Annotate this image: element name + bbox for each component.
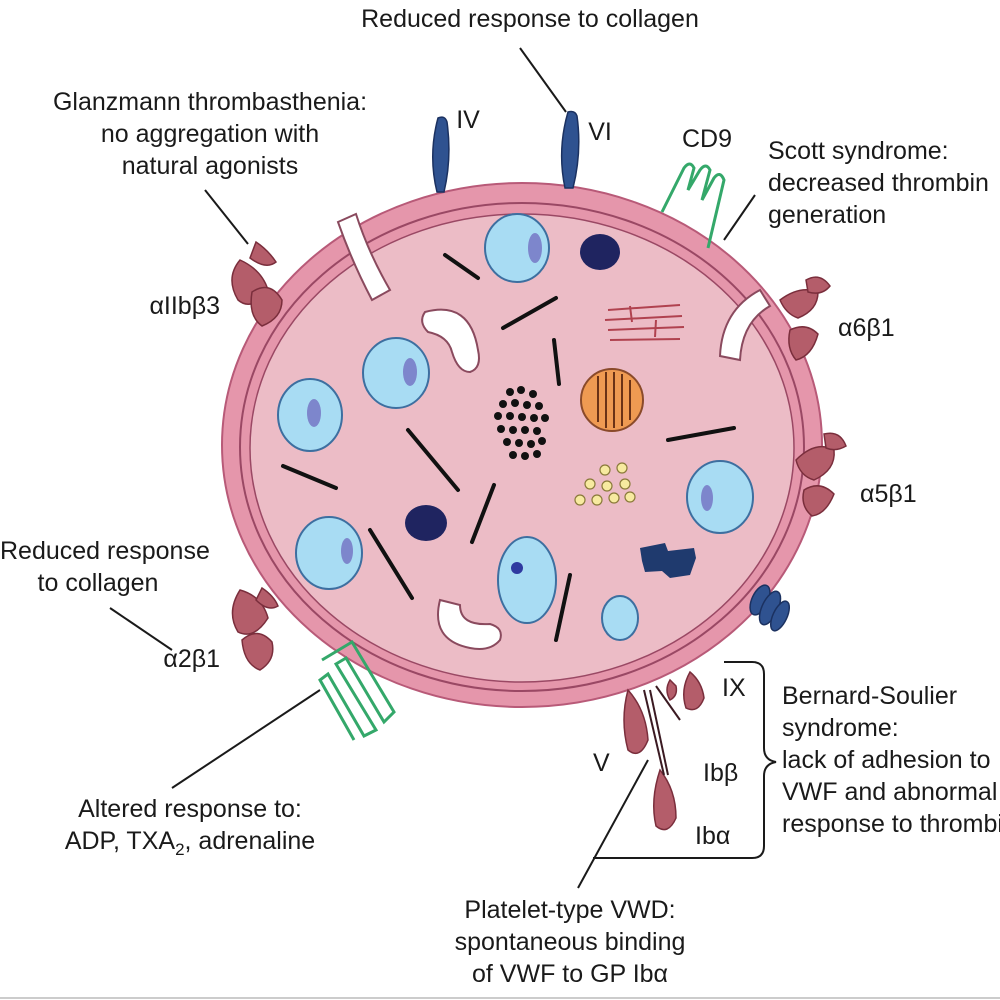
label-gp-ib-alpha: Ibα [695,822,731,850]
canal-right [718,288,772,362]
label-platelet-type-vwd: Platelet-type VWD: spontaneous binding o… [454,896,686,988]
label-integrin-a2b1: α2β1 [163,645,220,673]
dark-blue-irregular-body [640,543,696,578]
leader-altered-response [171,689,321,789]
leader-a2b1 [109,607,173,651]
label-integrin-aiib3: αIIbβ3 [149,292,220,320]
integrin-a5b1-icon [795,432,847,517]
yellow-granule-cluster [574,462,636,506]
alpha-granules [277,213,754,641]
canal-top-left [336,212,392,302]
label-reduced-response-collagen-top: Reduced response to collagen [361,5,699,33]
label-bernard-soulier: Bernard-Soulier syndrome: lack of adhesi… [782,682,1000,838]
label-gp-v: V [593,749,610,777]
gp-vi-icon [560,110,580,189]
leader-glanzmann [204,189,249,245]
dense-dot-cluster [494,386,549,460]
label-cd9: CD9 [681,125,732,153]
cd9-tetraspanin-icon [660,162,726,249]
label-integrin-a5b1: α5β1 [860,480,917,508]
label-glanzmann: Glanzmann thrombasthenia: no aggregation… [52,88,368,180]
canalicular-system [336,212,772,650]
integrin-aiib3-icon [231,240,283,327]
label-gp-ib-beta: Ibβ [703,759,739,787]
label-integrin-a6b1: α6β1 [838,314,895,342]
microfilament-bundle [604,304,685,341]
glycoproteins-iv-vi [432,110,580,193]
gp-iv-icon [432,116,450,193]
gp-ib-stalks [643,685,681,776]
canal-left-mid [421,308,480,374]
leader-scott [723,194,756,241]
integrin-receptors [231,240,847,831]
membrane-line [239,202,805,692]
label-gp-ix: IX [722,674,746,702]
glycoprotein-blue-right-icon [749,584,791,632]
leader-lines [109,47,777,889]
label-altered-response: Altered response to: ADP, TXA2, adrenali… [64,795,316,859]
integrin-a2b1-icon [231,586,279,671]
dark-granules [405,234,620,541]
gpcr-receptor-icon [318,639,396,741]
leader-collagen-vi [519,47,567,113]
microtubules [281,253,736,642]
canal-bottom [437,598,502,650]
leader-platelet-vwd [577,759,649,889]
mitochondrion [580,368,644,432]
integrin-a6b1-icon [779,276,831,361]
label-scott-syndrome: Scott syndrome: decreased thrombin gener… [768,137,989,229]
label-gp-iv: IV [456,106,480,134]
bracket-bernard-soulier [593,661,777,859]
label-gp-vi: VI [588,118,612,146]
gp-ib-ix-v-complex-icon [623,670,705,831]
label-reduced-response-collagen-left: Reduced response to collagen [0,537,210,597]
